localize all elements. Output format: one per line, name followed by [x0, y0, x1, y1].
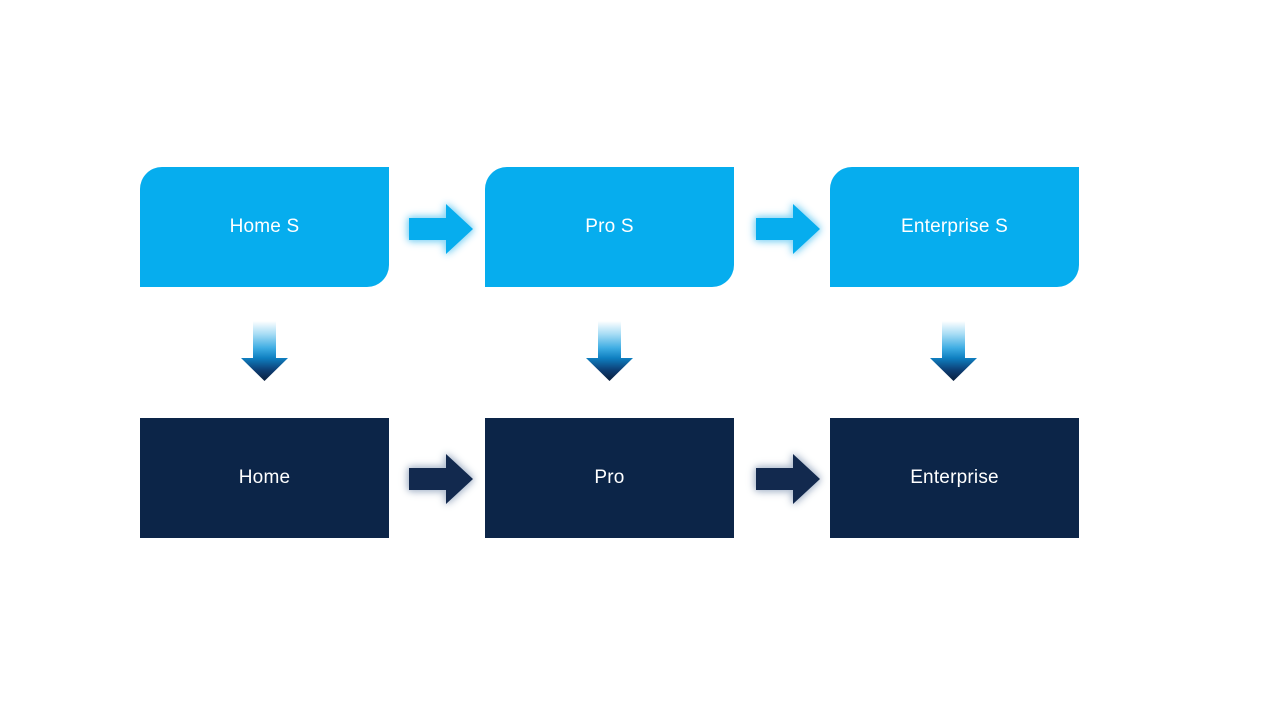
stage-box-pro: Pro	[485, 418, 734, 538]
right-arrow-icon	[409, 454, 473, 504]
right-arrow-icon	[756, 204, 820, 254]
stage-box-enterprise-s: Enterprise S	[830, 167, 1079, 287]
stage-label-home-s: Home S	[229, 216, 300, 237]
stage-label-pro-s: Pro S	[585, 216, 634, 237]
stage-label-enterprise: Enterprise	[910, 467, 999, 488]
stage-box-home: Home	[140, 418, 389, 538]
down-arrow-icon	[241, 321, 288, 381]
right-arrow-icon	[756, 454, 820, 504]
stage-box-enterprise: Enterprise	[830, 418, 1079, 538]
stage-box-pro-s: Pro S	[485, 167, 734, 287]
stage-label-home: Home	[238, 467, 291, 488]
stage-box-home-s: Home S	[140, 167, 389, 287]
down-arrow-icon	[586, 321, 633, 381]
stage-label-enterprise-s: Enterprise S	[901, 216, 1008, 237]
down-arrow-icon	[930, 321, 977, 381]
right-arrow-icon	[409, 204, 473, 254]
stage-label-pro: Pro	[594, 467, 625, 488]
